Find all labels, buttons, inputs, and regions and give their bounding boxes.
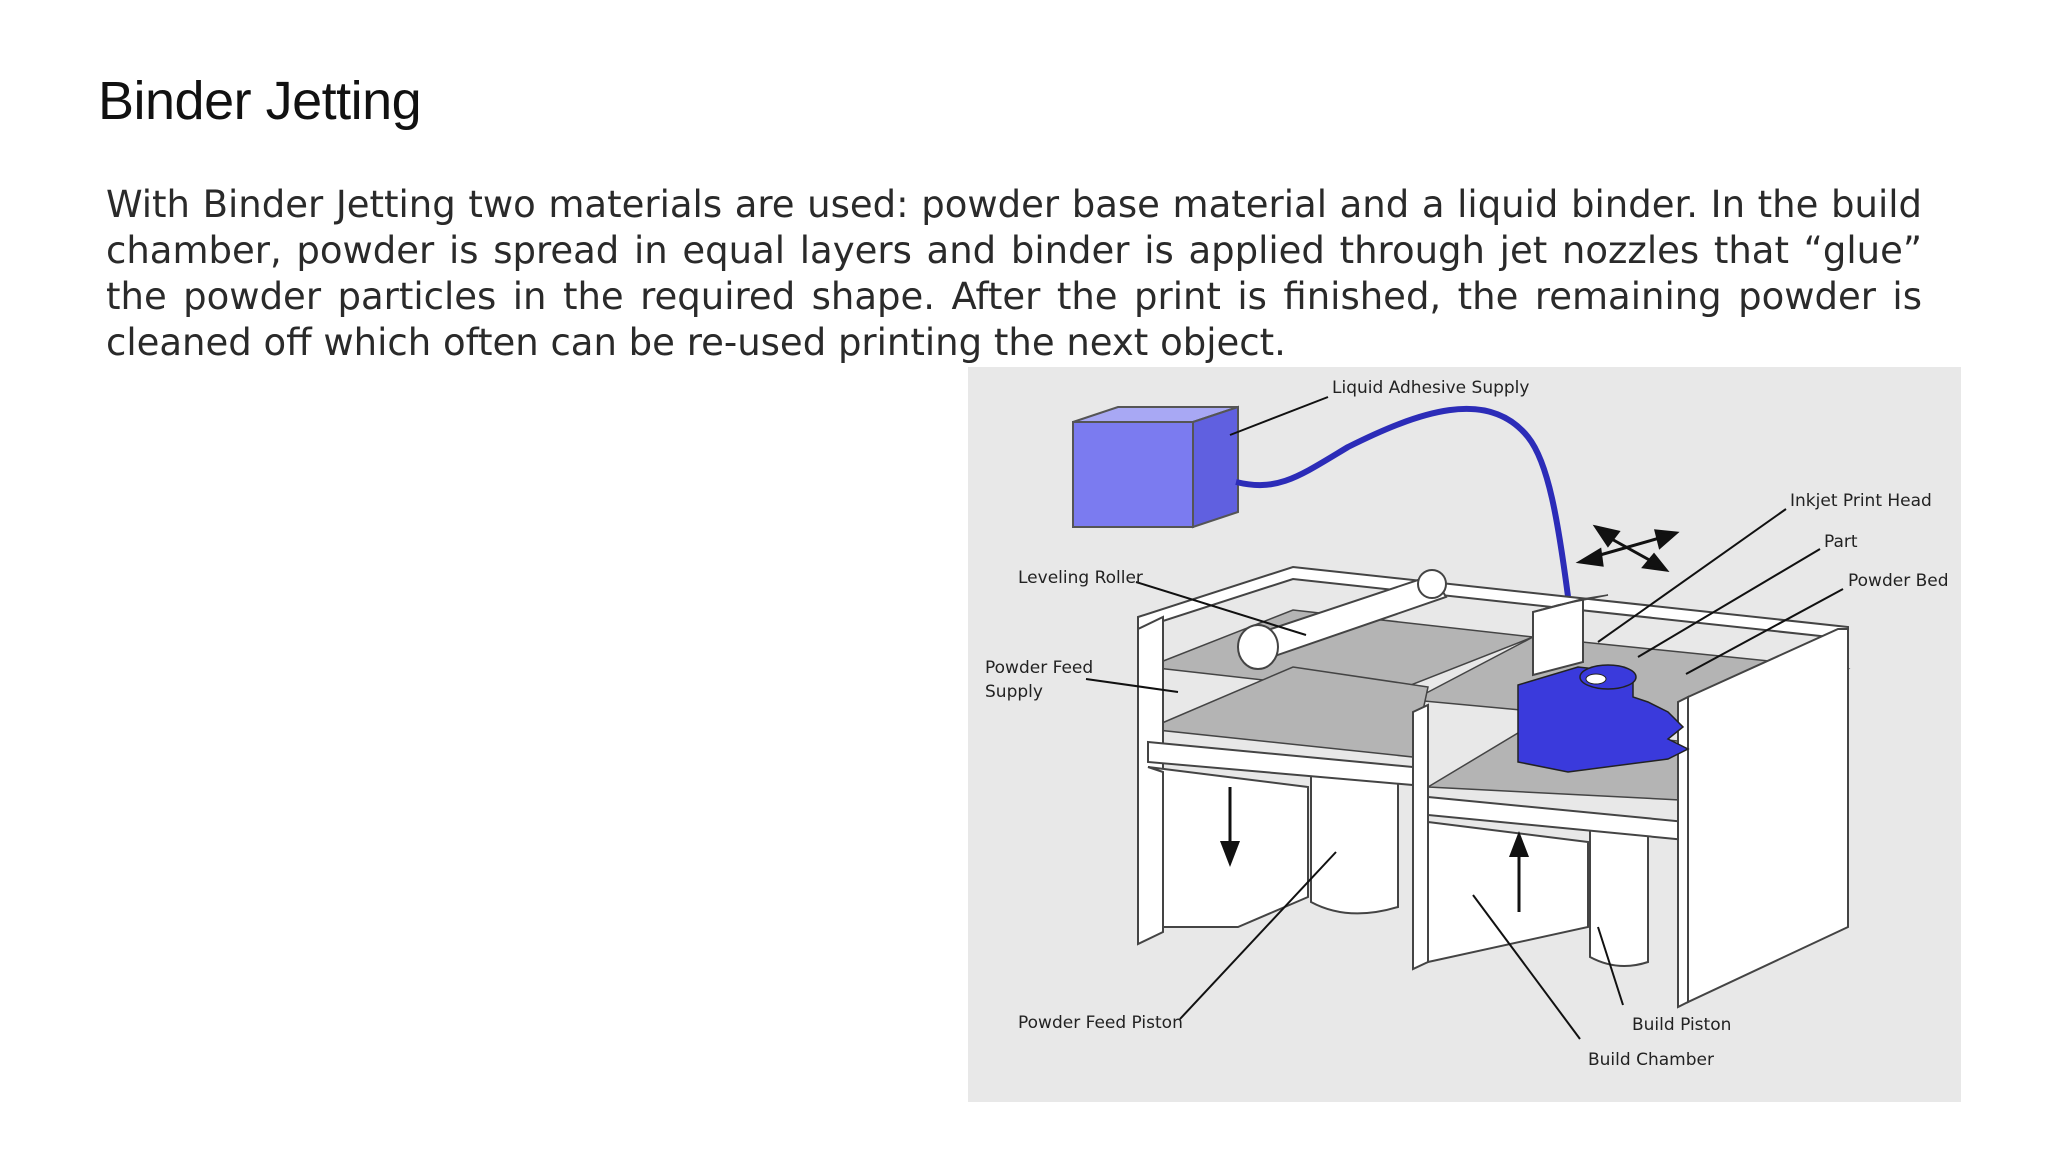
- label-powder-feed-piston: Powder Feed Piston: [1018, 1013, 1183, 1033]
- label-powder-feed-supply-line1: Powder Feed: [985, 658, 1093, 678]
- label-liquid-adhesive-supply: Liquid Adhesive Supply: [1332, 378, 1529, 398]
- label-powder-bed: Powder Bed: [1848, 571, 1949, 591]
- build-up-arrow-icon: [1509, 831, 1529, 912]
- label-powder-feed-supply-line2: Supply: [985, 682, 1043, 702]
- label-inkjet-print-head: Inkjet Print Head: [1790, 491, 1932, 511]
- binder-jetting-diagram: Liquid Adhesive Supply Inkjet Print Head…: [968, 367, 1961, 1102]
- label-part: Part: [1824, 532, 1858, 552]
- slide-title: Binder Jetting: [98, 71, 422, 131]
- print-head-motion-icon: [1575, 524, 1680, 572]
- leveling-roller: [1237, 569, 1448, 670]
- liquid-adhesive-tank: [1072, 405, 1573, 613]
- label-build-piston: Build Piston: [1632, 1015, 1731, 1035]
- feed-down-arrow-icon: [1220, 787, 1240, 867]
- slide-body-text: With Binder Jetting two materials are us…: [106, 183, 1922, 364]
- label-build-chamber: Build Chamber: [1588, 1050, 1714, 1070]
- printed-part: [1517, 664, 1690, 773]
- label-leveling-roller: Leveling Roller: [1018, 568, 1143, 588]
- inkjet-print-head: [1532, 594, 1609, 677]
